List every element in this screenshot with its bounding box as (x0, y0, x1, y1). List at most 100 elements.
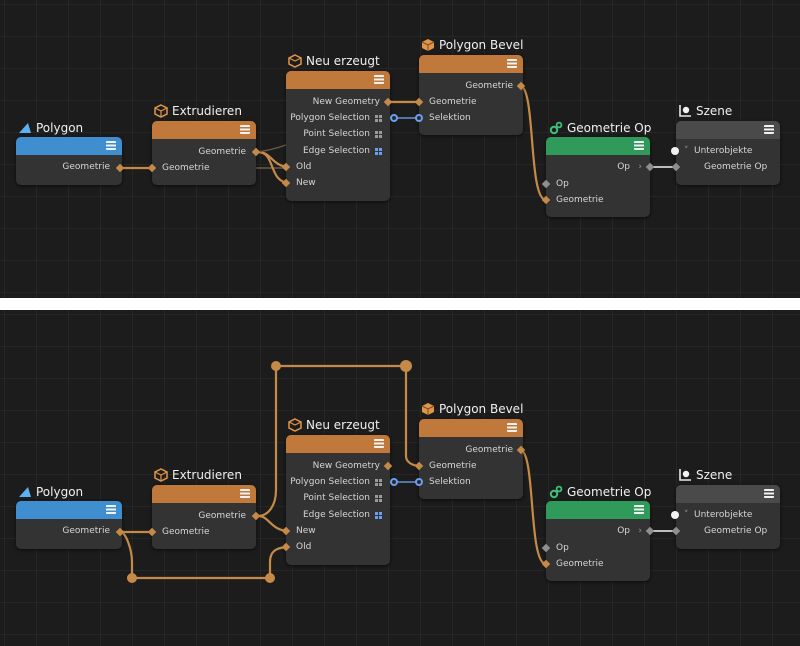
node-polygon-bevel[interactable]: Geometrie Geometrie Selektion (419, 55, 523, 135)
szene-title: Szene (678, 468, 732, 482)
polygon-title: Polygon (18, 485, 83, 499)
reroute-dot (265, 573, 275, 583)
port-label: Op (617, 162, 630, 172)
node-neu-erzeugt[interactable]: New Geometry Polygon Selection Point Sel… (286, 71, 390, 201)
port-label: Geometrie Op (704, 526, 768, 536)
cube-open-icon (288, 54, 302, 68)
node-polygon-bevel[interactable]: Geometrie Geometrie Selektion (419, 419, 523, 499)
node-szene[interactable]: ˅ Unterobjekte Geometrie Op (676, 121, 780, 185)
port-label: Op (617, 526, 630, 536)
port-label: Selektion (429, 113, 471, 123)
geometrie-op-title: Geometrie Op (549, 121, 651, 135)
cube-icon (421, 38, 435, 52)
polygon-selection-icon (375, 115, 382, 122)
port-label: Geometrie (62, 162, 110, 172)
cube-icon (154, 104, 168, 118)
port-label: Geometrie (198, 511, 246, 521)
port-label: Geometrie (162, 527, 210, 537)
polygon-title-text: Polygon (36, 121, 84, 135)
port-label: Unterobjekte (694, 510, 753, 520)
menu-icon[interactable] (764, 489, 774, 498)
node-geometrie-op[interactable]: Op › Op Geometrie (546, 501, 650, 581)
node-header[interactable] (676, 485, 780, 503)
port-label: Geometrie (556, 195, 604, 205)
node-header[interactable] (286, 435, 390, 453)
gears-icon (549, 485, 563, 499)
neu-erzeugt-title: Neu erzeugt (288, 418, 380, 432)
menu-icon[interactable] (374, 439, 384, 448)
chevron-right-icon[interactable]: › (638, 526, 642, 536)
menu-icon[interactable] (634, 141, 644, 150)
node-neu-erzeugt[interactable]: New Geometry Polygon Selection Point Sel… (286, 435, 390, 565)
bevel-title-text: Polygon Bevel (439, 402, 524, 416)
node-editor-bottom[interactable]: Polygon Geometrie Extrudieren Geometrie … (0, 310, 800, 646)
edge-selection-icon (375, 148, 382, 155)
menu-icon[interactable] (106, 141, 116, 150)
extrudieren-title-text: Extrudieren (172, 468, 242, 482)
node-header[interactable] (152, 121, 256, 139)
reroute-dot (400, 360, 412, 372)
chevron-right-icon[interactable]: › (638, 162, 642, 172)
port-label: Geometrie (556, 559, 604, 569)
polygon-title: Polygon (18, 121, 83, 135)
node-header[interactable] (152, 485, 256, 503)
triangle-icon (18, 121, 32, 135)
neu-erzeugt-title-text: Neu erzeugt (306, 54, 380, 68)
port-label: Old (296, 542, 312, 552)
extrudieren-title-text: Extrudieren (172, 104, 242, 118)
node-polygon[interactable]: Geometrie (16, 137, 122, 185)
node-polygon[interactable]: Geometrie (16, 501, 122, 549)
node-szene[interactable]: ˅ Unterobjekte Geometrie Op (676, 485, 780, 549)
node-header[interactable] (16, 501, 122, 519)
port-out-polygon-selection[interactable] (390, 478, 398, 486)
port-out-polygon-selection[interactable] (390, 114, 398, 122)
node-header[interactable] (16, 137, 122, 155)
port-in-unterobjekte[interactable] (671, 147, 679, 155)
geometrie-op-title-text: Geometrie Op (567, 485, 652, 499)
port-label: New (296, 178, 316, 188)
menu-icon[interactable] (507, 59, 517, 68)
menu-icon[interactable] (507, 423, 517, 432)
node-geometrie-op[interactable]: Op › Op Geometrie (546, 137, 650, 217)
node-extrudieren[interactable]: Geometrie Geometrie (152, 485, 256, 549)
node-header[interactable] (546, 501, 650, 519)
reroute-dot (271, 361, 281, 371)
menu-icon[interactable] (106, 505, 116, 514)
edge-selection-icon (375, 512, 382, 519)
port-label: Op (556, 179, 569, 189)
menu-icon[interactable] (764, 125, 774, 134)
node-header[interactable] (419, 55, 523, 73)
port-label: Geometrie (429, 461, 477, 471)
port-in-selektion[interactable] (415, 114, 423, 122)
bevel-title: Polygon Bevel (421, 38, 523, 52)
port-label: Geometrie (465, 81, 513, 91)
node-header[interactable] (546, 137, 650, 155)
port-label: Geometrie (465, 445, 513, 455)
chevron-down-icon[interactable]: ˅ (684, 146, 689, 156)
cube-icon (421, 402, 435, 416)
szene-title-text: Szene (696, 468, 733, 482)
port-in-unterobjekte[interactable] (671, 511, 679, 519)
cube-open-icon (288, 418, 302, 432)
node-header[interactable] (676, 121, 780, 139)
node-header[interactable] (419, 419, 523, 437)
neu-erzeugt-title: Neu erzeugt (288, 54, 380, 68)
menu-icon[interactable] (374, 75, 384, 84)
port-label: Polygon Selection (290, 113, 370, 123)
menu-icon[interactable] (634, 505, 644, 514)
node-extrudieren[interactable]: Geometrie Geometrie (152, 121, 256, 185)
wire-extrude-reroute-top (256, 364, 278, 518)
chevron-down-icon[interactable]: ˅ (684, 510, 689, 520)
port-in-selektion[interactable] (415, 478, 423, 486)
geometrie-op-title: Geometrie Op (549, 485, 651, 499)
node-editor-top[interactable]: Polygon Geometrie Extrudieren Geometrie … (0, 0, 800, 298)
node-header[interactable] (286, 71, 390, 89)
menu-icon[interactable] (240, 125, 250, 134)
port-label: New (296, 526, 316, 536)
menu-icon[interactable] (240, 489, 250, 498)
port-label: Point Selection (303, 493, 370, 503)
port-label: Selektion (429, 477, 471, 487)
port-label: Geometrie (198, 147, 246, 157)
point-selection-icon (375, 131, 382, 138)
reroute-dot (127, 573, 137, 583)
